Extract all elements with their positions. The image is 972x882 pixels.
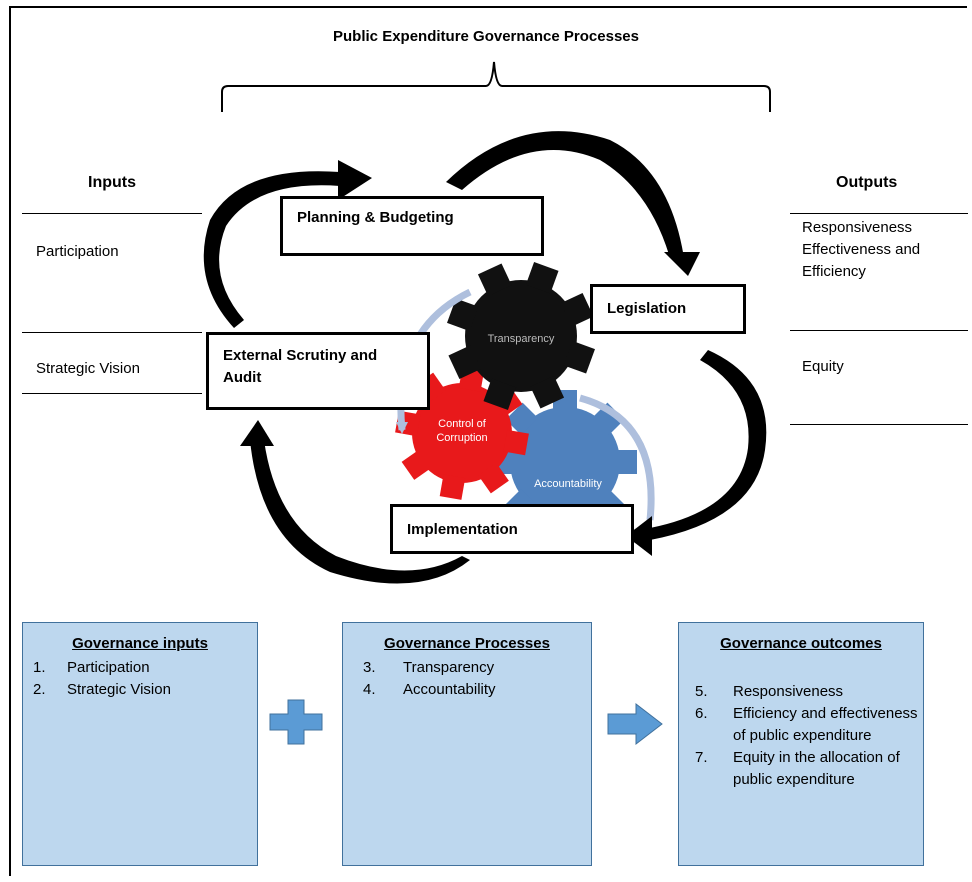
output-item-equity: Equity	[802, 358, 844, 375]
outputs-divider-2	[790, 330, 968, 331]
card-heading: Governance outcomes	[720, 635, 882, 652]
card-governance-outcomes: Governance outcomes 5.Responsiveness 6.E…	[678, 622, 924, 866]
inputs-divider-1	[22, 213, 202, 214]
cycle-arrow-legislation-to-implementation	[650, 350, 767, 540]
title-brace	[221, 61, 771, 112]
arrow-right-icon	[607, 702, 663, 746]
corruption-gear-label-2: Corruption	[436, 432, 487, 444]
plus-icon	[269, 699, 323, 745]
card-list: 1.Participation 2.Strategic Vision	[23, 657, 257, 701]
cycle-arrow-implementation-to-scrutiny	[250, 440, 470, 584]
list-item: 5.Responsiveness	[695, 683, 844, 700]
list-item: 4.Accountability	[363, 681, 496, 698]
corruption-gear-label: Control of	[438, 418, 487, 430]
input-item-participation: Participation	[36, 243, 119, 260]
stage-planning-budgeting: Planning & Budgeting	[280, 196, 544, 256]
accountability-gear-label: Accountability	[534, 478, 602, 490]
cycle-arrow-planning-to-legislation	[446, 131, 684, 258]
list-item: 6.Efficiency and effectiveness of public…	[695, 705, 918, 744]
list-item: 7.Equity in the allocation of public exp…	[695, 749, 900, 788]
list-item: 3.Transparency	[363, 659, 495, 676]
card-list: 3.Transparency 4.Accountability	[343, 657, 591, 701]
input-item-strategic-vision: Strategic Vision	[36, 360, 140, 377]
inputs-divider-3	[22, 393, 202, 394]
card-list: 5.Responsiveness 6.Efficiency and effect…	[679, 681, 923, 791]
cycle-arrows	[203, 131, 767, 584]
gear-cycle-arrow-head	[396, 422, 408, 434]
inputs-divider-2	[22, 332, 202, 333]
outputs-divider-1	[790, 213, 968, 214]
transparency-gear	[447, 262, 595, 410]
cycle-arrow-scrutiny-to-planning	[203, 171, 340, 328]
card-heading: Governance inputs	[72, 635, 208, 652]
diagram-title: Public Expenditure Governance Processes	[333, 28, 639, 45]
list-item: 2.Strategic Vision	[33, 681, 171, 698]
card-governance-inputs: Governance inputs 1.Participation 2.Stra…	[22, 622, 258, 866]
list-item: 1.Participation	[33, 659, 150, 676]
outputs-divider-3	[790, 424, 968, 425]
stage-external-scrutiny-audit: External Scrutiny and Audit	[206, 332, 430, 410]
transparency-gear-label: Transparency	[488, 333, 555, 345]
output-item-responsiveness: Responsiveness Effectiveness and Efficie…	[802, 219, 921, 280]
card-heading: Governance Processes	[384, 635, 550, 652]
outputs-heading: Outputs	[836, 174, 898, 191]
inputs-heading: Inputs	[88, 174, 136, 191]
outer-frame	[9, 6, 967, 876]
stage-implementation: Implementation	[390, 504, 634, 554]
card-governance-processes: Governance Processes 3.Transparency 4.Ac…	[342, 622, 592, 866]
stage-legislation: Legislation	[590, 284, 746, 334]
gear-cycle-arrow-right	[579, 394, 655, 521]
